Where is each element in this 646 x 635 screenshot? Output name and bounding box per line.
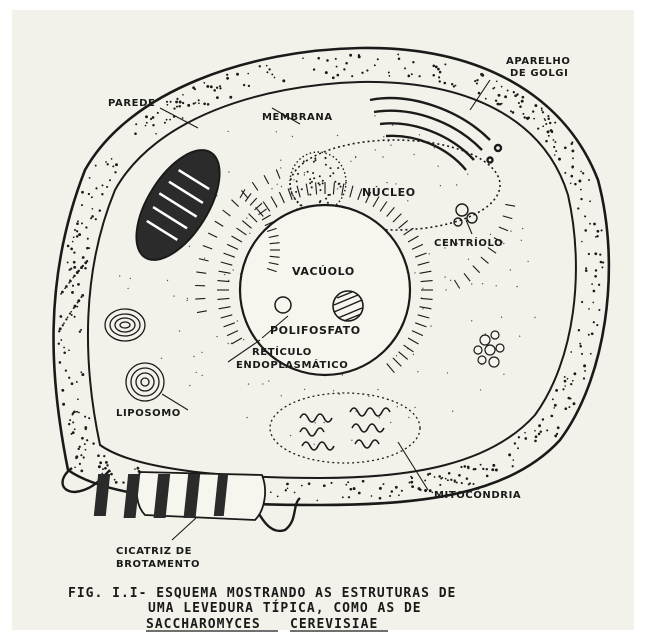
polyphosphate-small	[275, 297, 291, 313]
centriole	[454, 204, 477, 226]
mitochondrion-large	[120, 137, 237, 274]
label-membrana: MEMBRANA	[262, 112, 333, 123]
caption-line-3a: SACCHAROMYCES	[146, 617, 261, 632]
label-liposomo: LIPOSOMO	[116, 408, 181, 419]
label-reticulo-1: RETÍCULO	[252, 345, 312, 358]
polyphosphate-large	[333, 291, 363, 321]
bud-scar	[94, 472, 265, 520]
cytoplasmic-granules	[474, 331, 504, 367]
liposome-upper	[105, 309, 145, 341]
label-reticulo-2: ENDOPLASMÁTICO	[236, 358, 348, 371]
label-aparelho-2: DE GOLGI	[510, 68, 568, 79]
caption-line-2: UMA LEVEDURA TÍPICA, COMO AS DE	[148, 600, 422, 616]
nucleolus-dots	[295, 157, 341, 208]
label-aparelho-1: APARELHO	[506, 56, 570, 67]
liposome-lower	[126, 363, 164, 401]
label-parede: PAREDE	[108, 98, 155, 109]
label-nucleo: NÚCLEO	[362, 186, 416, 199]
caption-line-1: FIG. I.I- ESQUEMA MOSTRANDO AS ESTRUTURA…	[68, 586, 456, 601]
nucleolus	[290, 152, 346, 212]
mitochondria-cluster	[300, 408, 390, 450]
label-polifosfato: POLIFOSFATO	[270, 324, 361, 337]
label-mitocondria: MITOCÔNDRIA	[434, 488, 521, 501]
label-vacuolo: VACÚOLO	[292, 265, 355, 278]
label-cicatriz-1: CICATRIZ DE	[116, 546, 192, 557]
caption-line-3b: CEREVISIAE	[290, 617, 378, 632]
label-cicatriz-2: BROTAMENTO	[116, 559, 200, 570]
mitochondria-cluster-outline	[270, 393, 420, 463]
label-centriolo: CENTRÍOLO	[434, 236, 503, 249]
